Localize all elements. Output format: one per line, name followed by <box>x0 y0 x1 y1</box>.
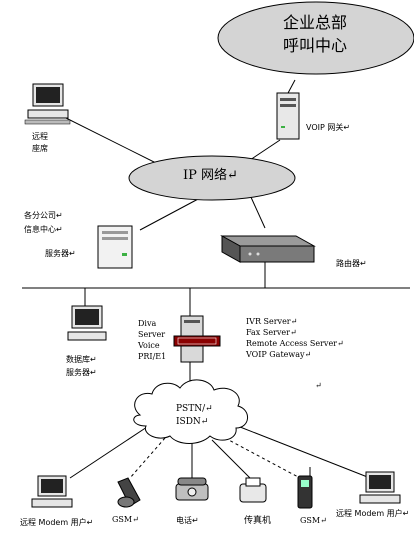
hq-line2: 呼叫中心 <box>283 36 348 55</box>
pstn-line2: ISDN↵ <box>176 417 209 427</box>
ip-network-ellipse <box>128 155 296 201</box>
server-label: 服务器↵ <box>45 249 76 258</box>
service-fax: Fax Server↵ <box>246 328 297 337</box>
line-voip-ip <box>249 139 281 161</box>
service-remote-access: Remote Access Server↵ <box>246 339 344 348</box>
remote-modem-right-label: 远程 Modem 用户↵ <box>336 509 410 518</box>
remote-seat-line2: 座席 <box>32 144 48 153</box>
router-label: 路由器↵ <box>336 259 367 268</box>
telephone-icon <box>175 477 209 501</box>
diva-line-3: Voice <box>138 341 160 350</box>
gsm-right-phone-icon <box>297 467 313 509</box>
remote-seat-line1: 远程 <box>32 132 48 141</box>
line-pstn-fax <box>211 439 251 479</box>
voip-gateway-tower-icon <box>276 92 300 140</box>
gsm-left-label: GSM↵ <box>112 515 139 524</box>
phone-label: 电话↵ <box>176 516 199 525</box>
gsm-right-label: GSM↵ <box>300 516 327 525</box>
fax-label: 传真机 <box>244 516 272 526</box>
branch-server-icon <box>97 225 133 269</box>
branch-line2: 信息中心↵ <box>24 225 63 234</box>
hq-callcenter-ellipse <box>217 1 414 75</box>
diva-line-1: Diva <box>138 319 157 328</box>
diva-line-2: Server <box>138 330 166 339</box>
connection-lines <box>22 79 410 479</box>
diva-line-4: PRI/E1 <box>138 352 167 361</box>
line-ip-router <box>249 194 266 229</box>
return-mark: ↵ <box>315 381 322 390</box>
pstn-line1: PSTN/↵ <box>176 404 213 414</box>
line-pstn-gsm-left <box>129 437 166 479</box>
pstn-cloud <box>133 379 248 444</box>
line-pstn-gsm-right <box>224 437 301 479</box>
service-ivr: IVR Server↵ <box>246 317 298 326</box>
hq-line1: 企业总部 <box>283 13 348 32</box>
line-pstn-modem-left <box>69 424 151 479</box>
fax-machine-icon <box>239 477 267 503</box>
branch-line1: 各分公司↵ <box>24 211 63 220</box>
db-line2: 服务器↵ <box>66 368 97 377</box>
remote-modem-right-computer-icon <box>359 471 401 504</box>
remote-modem-left-computer-icon <box>31 475 73 508</box>
db-server-computer-icon <box>67 305 107 341</box>
db-line1: 数据库↵ <box>66 355 97 364</box>
line-remote-ip <box>59 114 161 166</box>
voip-gateway-top-label: VOIP 网关↵ <box>306 123 351 132</box>
remote-modem-left-label: 远程 Modem 用户↵ <box>20 518 94 527</box>
remote-seat-computer-icon <box>24 83 71 125</box>
gsm-left-phone-icon <box>117 477 141 508</box>
service-voip-gateway: VOIP Gateway↵ <box>246 350 312 359</box>
line-pstn-modem-right <box>234 424 371 479</box>
wireless-links <box>129 437 301 479</box>
line-ip-server <box>139 197 201 231</box>
router-icon <box>220 235 316 263</box>
ip-network-label: IP 网络↵ <box>183 168 238 183</box>
diva-server-icon <box>173 315 221 363</box>
